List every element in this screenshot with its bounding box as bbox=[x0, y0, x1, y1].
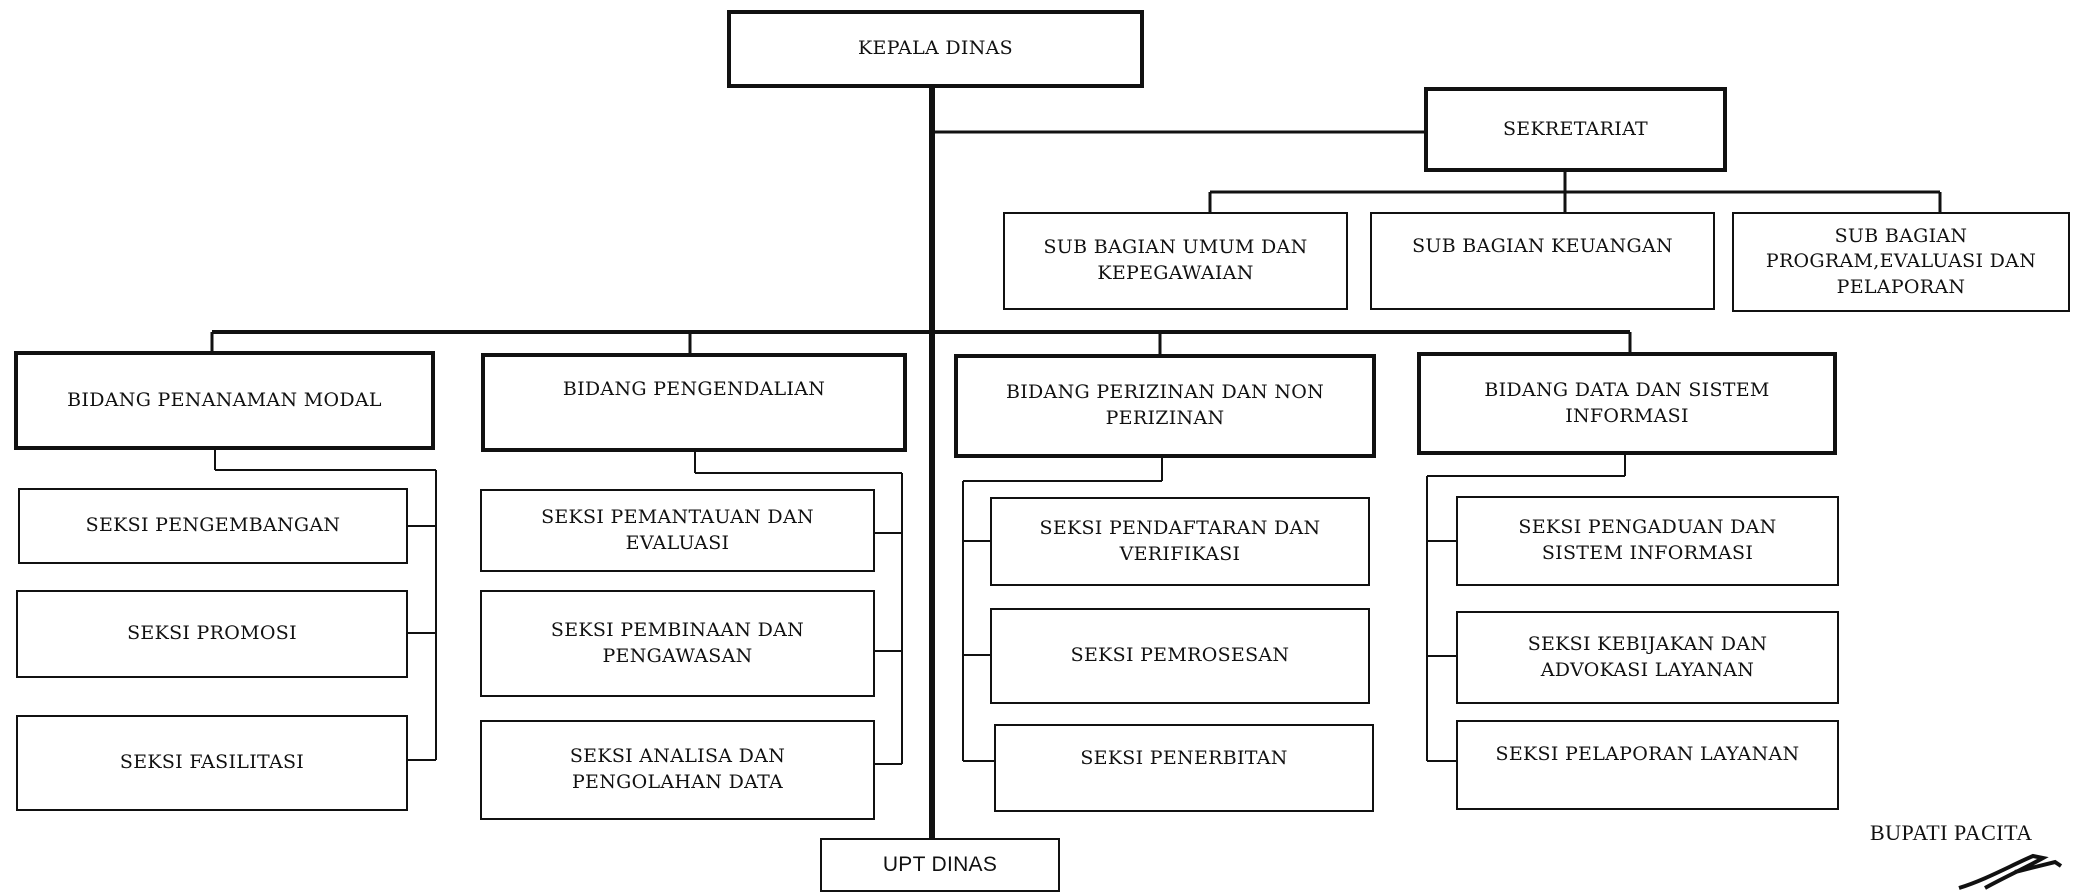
signature-title: BUPATI PACITA bbox=[1870, 820, 2033, 845]
kepala-dinas-label: KEPALA DINAS bbox=[858, 37, 1013, 60]
signature-mark bbox=[1958, 853, 2063, 890]
bidang-pengendalian-box: BIDANG PENGENDALIAN bbox=[481, 353, 907, 452]
seksi-analisa-pengolahan-label: SEKSI ANALISA DAN PENGOLAHAN DATA bbox=[569, 745, 786, 793]
bidang-penanaman-modal-box: BIDANG PENANAMAN MODAL bbox=[14, 351, 435, 450]
seksi-pengembangan-box: SEKSI PENGEMBANGAN bbox=[18, 488, 408, 564]
seksi-pengaduan-sistem-informasi-box: SEKSI PENGADUAN DAN SISTEM INFORMASI bbox=[1456, 496, 1839, 586]
kepala-dinas-box: KEPALA DINAS bbox=[727, 10, 1144, 88]
sub-bagian-program-box: SUB BAGIAN PROGRAM,EVALUASI DAN PELAPORA… bbox=[1732, 212, 2070, 312]
seksi-pemantauan-evaluasi-label: SEKSI PEMANTAUAN DAN EVALUASI bbox=[541, 505, 814, 554]
seksi-pembinaan-pengawasan-box: SEKSI PEMBINAAN DAN PENGAWASAN bbox=[480, 590, 875, 697]
sekretariat-box: SEKRETARIAT bbox=[1424, 87, 1727, 172]
seksi-fasilitasi-box: SEKSI FASILITASI bbox=[16, 715, 408, 811]
seksi-pengaduan-sistem-informasi-label: SEKSI PENGADUAN DAN SISTEM INFORMASI bbox=[1518, 516, 1777, 564]
seksi-kebijakan-advokasi-label: SEKSI KEBIJAKAN DAN ADVOKASI LAYANAN bbox=[1527, 632, 1768, 681]
seksi-promosi-label: SEKSI PROMOSI bbox=[127, 622, 297, 645]
bidang-perizinan-label: BIDANG PERIZINAN DAN NON PERIZINAN bbox=[1005, 381, 1325, 429]
bidang-data-sistem-informasi-label: BIDANG DATA DAN SISTEM INFORMASI bbox=[1484, 378, 1770, 427]
bidang-penanaman-modal-label: BIDANG PENANAMAN MODAL bbox=[67, 388, 382, 411]
sub-bagian-keuangan-label: SUB BAGIAN KEUANGAN bbox=[1412, 235, 1673, 257]
seksi-pelaporan-layanan-label: SEKSI PELAPORAN LAYANAN bbox=[1495, 743, 1800, 765]
seksi-penerbitan-box: SEKSI PENERBITAN bbox=[994, 724, 1374, 812]
seksi-kebijakan-advokasi-box: SEKSI KEBIJAKAN DAN ADVOKASI LAYANAN bbox=[1456, 611, 1839, 704]
sub-bagian-umum-box: SUB BAGIAN UMUM DAN KEPEGAWAIAN bbox=[1003, 212, 1348, 310]
seksi-pembinaan-pengawasan-label: SEKSI PEMBINAAN DAN PENGAWASAN bbox=[550, 618, 805, 667]
upt-dinas-box: UPT DINAS bbox=[820, 838, 1060, 892]
sub-bagian-umum-label: SUB BAGIAN UMUM DAN KEPEGAWAIAN bbox=[1043, 236, 1308, 284]
seksi-analisa-pengolahan-box: SEKSI ANALISA DAN PENGOLAHAN DATA bbox=[480, 720, 875, 820]
upt-dinas-label: UPT DINAS bbox=[882, 852, 998, 876]
seksi-pemrosesan-box: SEKSI PEMROSESAN bbox=[990, 608, 1370, 704]
sekretariat-label: SEKRETARIAT bbox=[1502, 117, 1649, 140]
seksi-pendaftaran-verifikasi-label: SEKSI PENDAFTARAN DAN VERIFIKASI bbox=[1039, 516, 1321, 565]
bidang-pengendalian-label: BIDANG PENGENDALIAN bbox=[562, 378, 826, 400]
seksi-pemrosesan-label: SEKSI PEMROSESAN bbox=[1070, 644, 1290, 667]
seksi-fasilitasi-label: SEKSI FASILITASI bbox=[119, 751, 305, 774]
sub-bagian-program-label: SUB BAGIAN PROGRAM,EVALUASI DAN PELAPORA… bbox=[1765, 224, 2037, 298]
bidang-perizinan-box: BIDANG PERIZINAN DAN NON PERIZINAN bbox=[954, 354, 1376, 458]
seksi-promosi-box: SEKSI PROMOSI bbox=[16, 590, 408, 678]
bidang-data-sistem-informasi-box: BIDANG DATA DAN SISTEM INFORMASI bbox=[1417, 352, 1837, 455]
seksi-pendaftaran-verifikasi-box: SEKSI PENDAFTARAN DAN VERIFIKASI bbox=[990, 497, 1370, 586]
seksi-pelaporan-layanan-box: SEKSI PELAPORAN LAYANAN bbox=[1456, 720, 1839, 810]
seksi-penerbitan-label: SEKSI PENERBITAN bbox=[1080, 747, 1288, 769]
seksi-pemantauan-evaluasi-box: SEKSI PEMANTAUAN DAN EVALUASI bbox=[480, 489, 875, 572]
seksi-pengembangan-label: SEKSI PENGEMBANGAN bbox=[85, 514, 341, 537]
sub-bagian-keuangan-box: SUB BAGIAN KEUANGAN bbox=[1370, 212, 1715, 310]
